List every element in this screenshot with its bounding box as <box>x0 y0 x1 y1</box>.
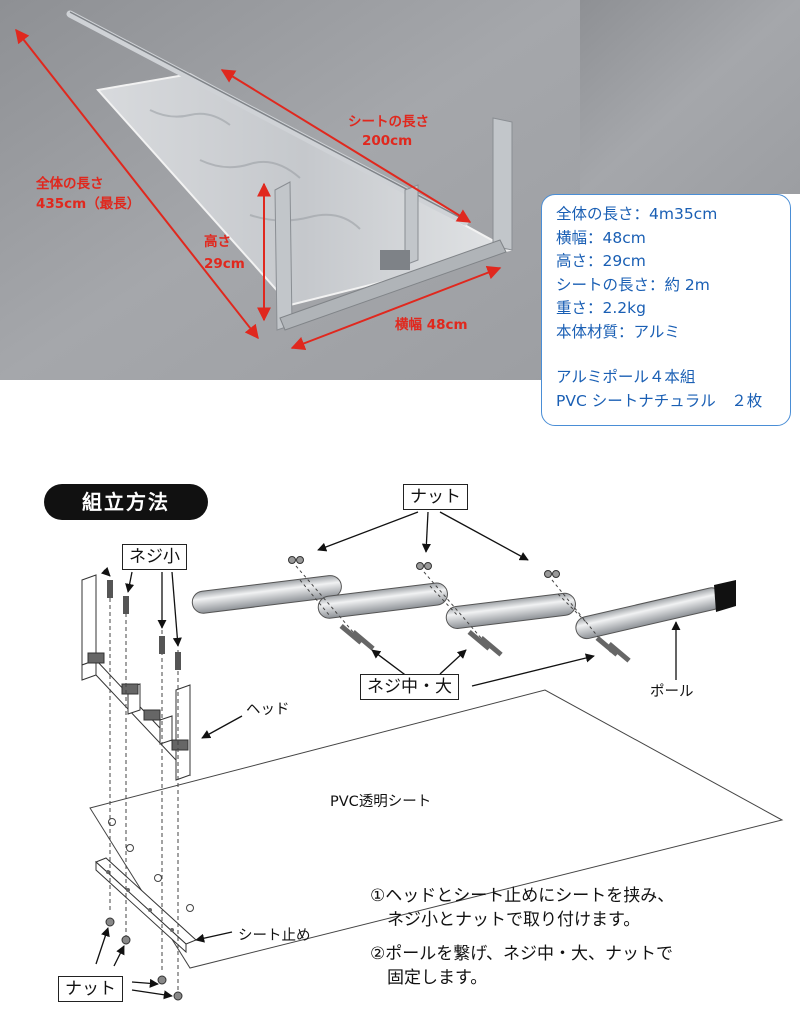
nut-bottom <box>105 917 183 1001</box>
label-width: 横幅 48cm <box>395 317 468 333</box>
label-screw-mid-large: ネジ中・大 <box>360 674 459 700</box>
spec-line: 本体材質：アルミ <box>556 322 680 341</box>
label-screw-small: ネジ小 <box>122 544 187 570</box>
screw-small <box>107 580 181 670</box>
label-pvc-sheet: PVC透明シート <box>330 794 432 810</box>
head-bracket <box>81 574 191 781</box>
spec-box: 全体の長さ：4m35cm 横幅：48cm 高さ：29cm シートの長さ：約 2m… <box>541 194 791 426</box>
label-total-length-2: 435cm（最長） <box>36 196 141 212</box>
label-head: ヘッド <box>246 702 290 718</box>
spec-extra-line: PVC シートナチュラル ２枚 <box>556 391 763 410</box>
spec-extra-line: アルミポール４本組 <box>556 368 696 386</box>
label-pole: ポール <box>650 684 694 700</box>
label-nut-top: ナット <box>403 484 468 510</box>
label-total-length-1: 全体の長さ <box>36 176 104 192</box>
instruction-line: ②ポールを繋げ、ネジ中・大、ナットで <box>370 944 674 964</box>
assembly-title: 組立方法 <box>44 484 208 520</box>
nut-top <box>288 556 560 578</box>
label-height-2: 29cm <box>204 256 245 272</box>
label-sheet-length-2: 200cm <box>362 133 413 149</box>
spec-line: 高さ：29cm <box>556 252 646 270</box>
spec-line: 全体の長さ：4m35cm <box>556 205 718 223</box>
spec-line: シートの長さ：約 2m <box>556 275 710 294</box>
instruction-line: 固定します。 <box>370 968 488 988</box>
sheet-stopper <box>95 857 197 954</box>
instruction-line: ネジ小とナットで取り付けます。 <box>370 910 641 930</box>
instruction-line: ①ヘッドとシート止めにシートを挟み、 <box>370 886 675 906</box>
label-height-1: 高さ <box>204 234 231 250</box>
pole-grip <box>714 580 736 612</box>
label-sheet-length-1: シートの長さ <box>348 114 429 130</box>
label-sheet-stopper: シート止め <box>238 928 311 944</box>
product-photo <box>0 0 800 380</box>
spec-line: 横幅：48cm <box>556 228 646 247</box>
spec-line: 重さ：2.2kg <box>556 299 646 317</box>
pole-segments <box>191 575 736 640</box>
screw-mid-large <box>339 623 631 663</box>
label-nut-bottom: ナット <box>58 976 123 1002</box>
assembly-diagram <box>81 511 784 1001</box>
